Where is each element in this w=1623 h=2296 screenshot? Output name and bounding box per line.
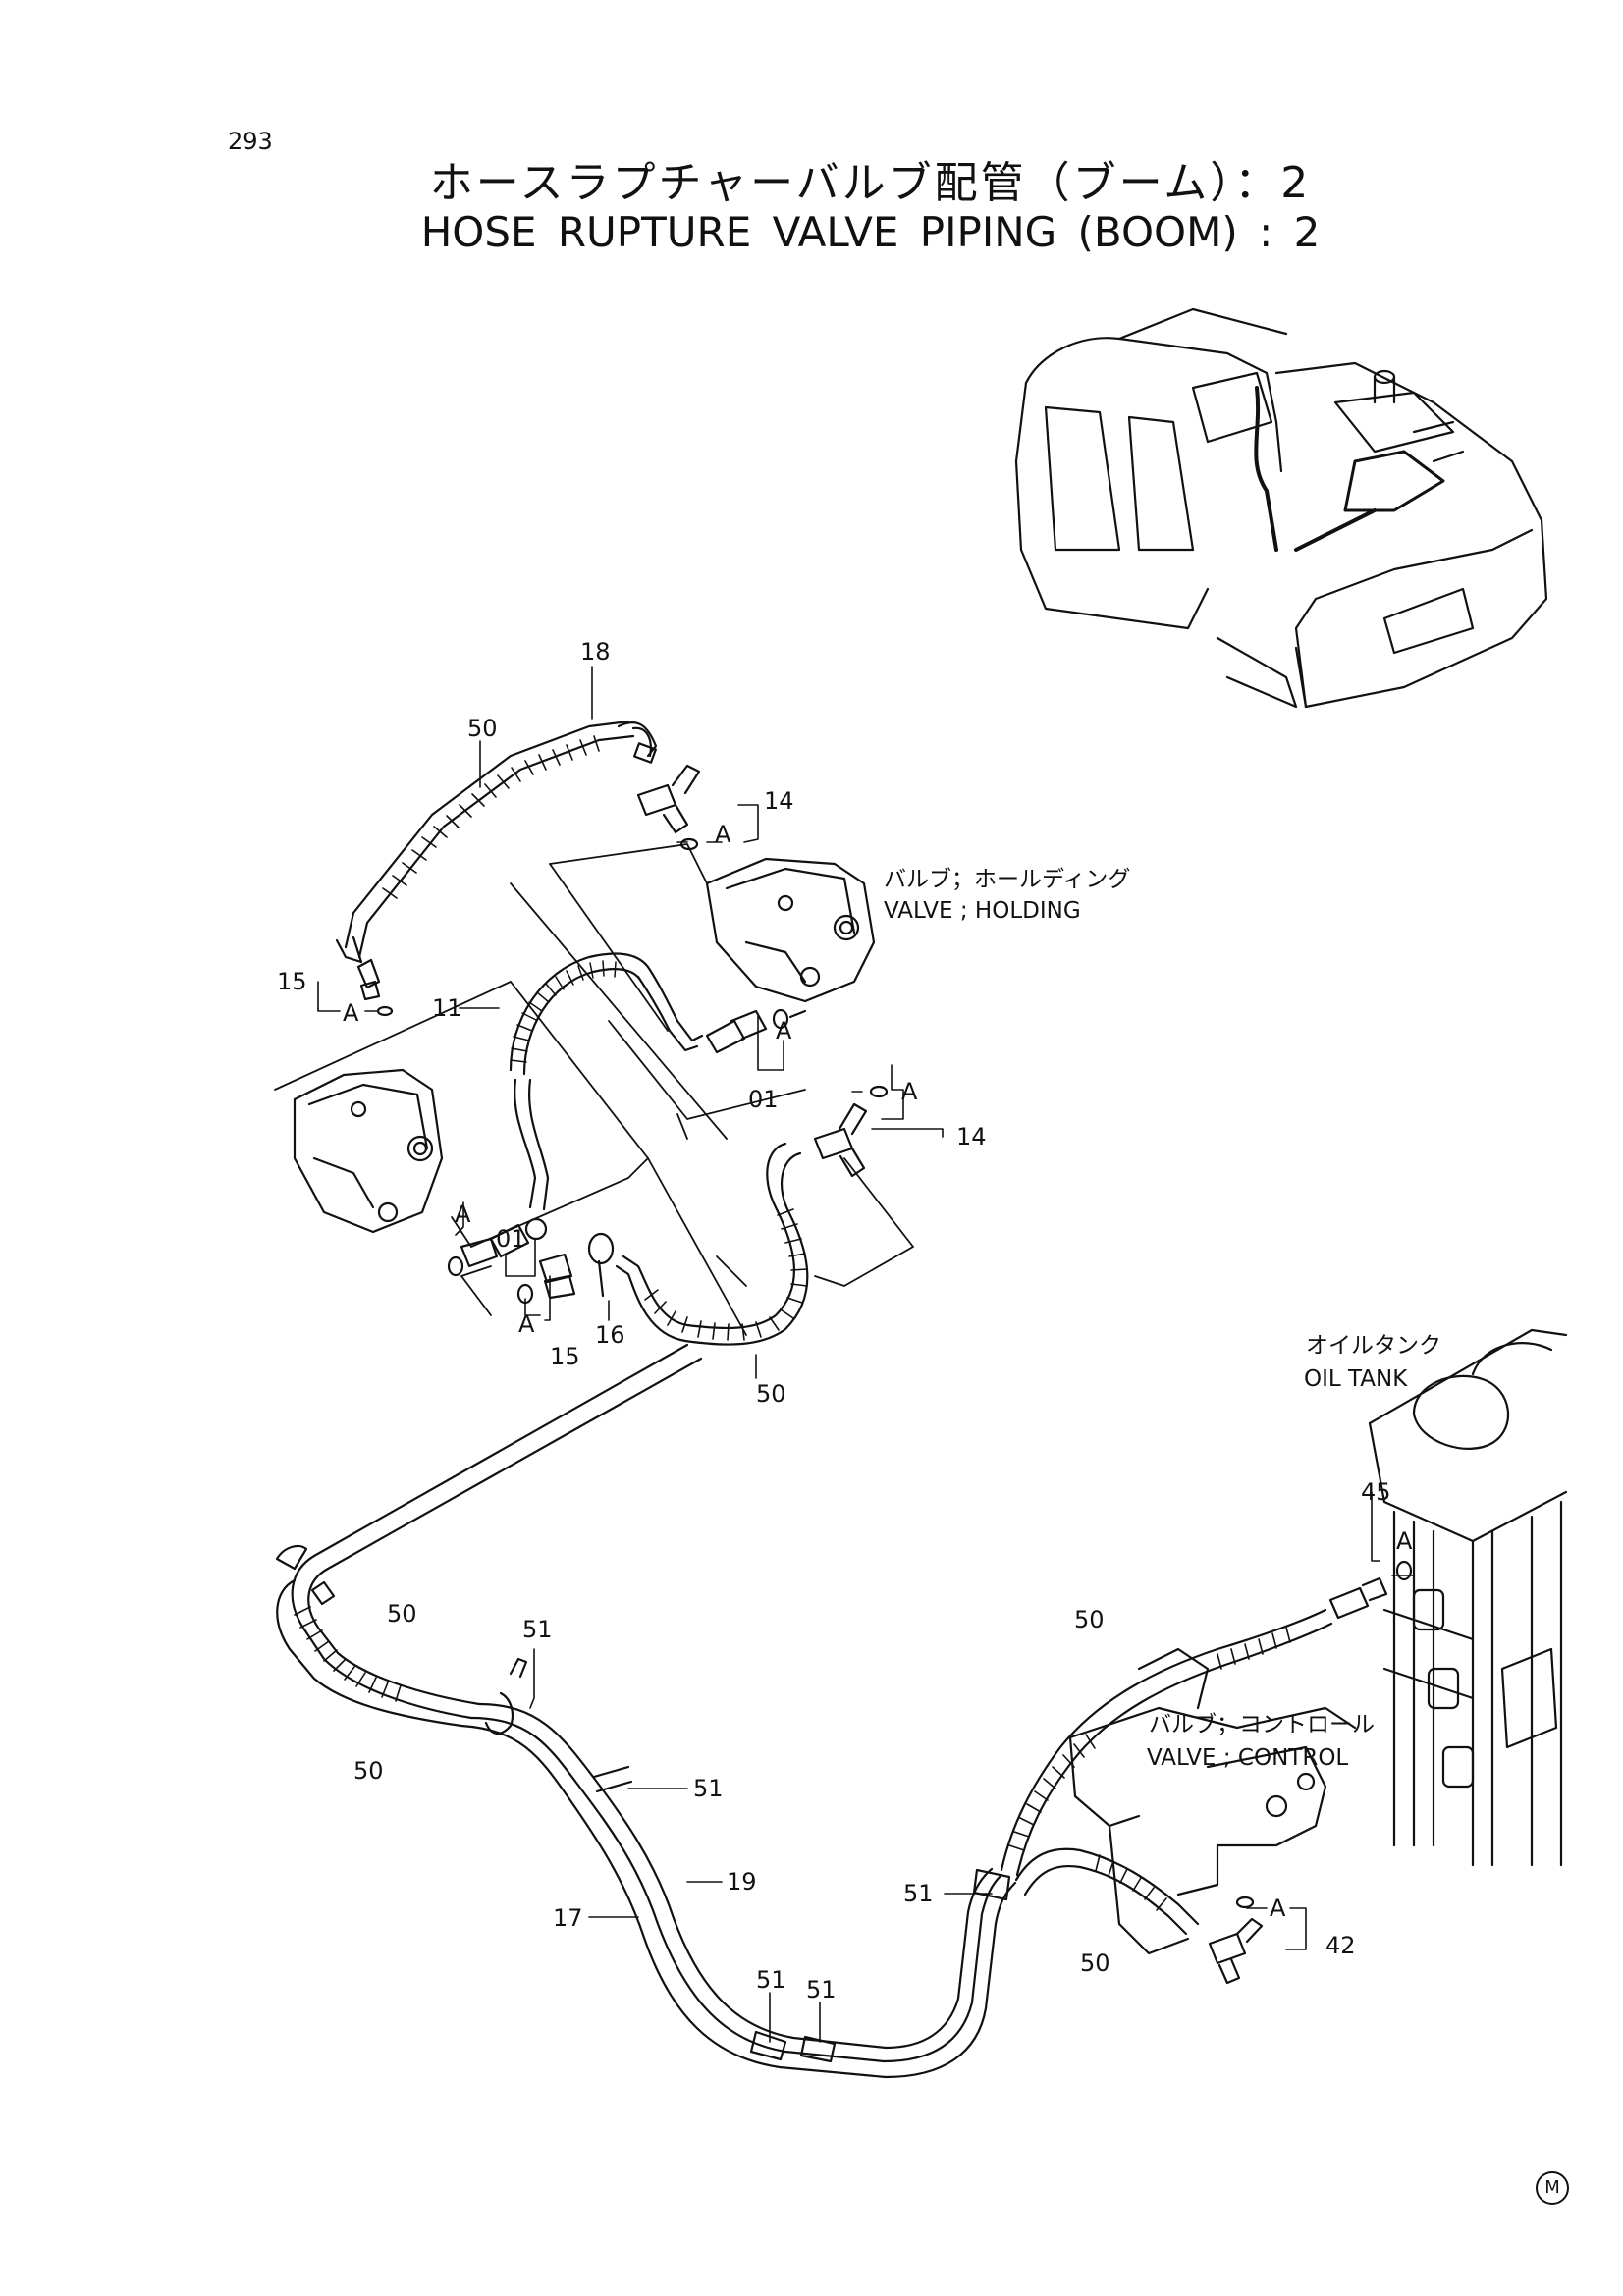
label-a-45: A xyxy=(1396,1527,1413,1555)
label-18: 18 xyxy=(580,638,611,666)
label-50-lower-left: 50 xyxy=(387,1600,417,1628)
caption-oil-tank-jp: オイルタンク xyxy=(1306,1333,1441,1359)
part-number-labels: 18 50 14 A 15 A 11 A 01 A 14 A 01 A 15 1… xyxy=(277,638,1413,2003)
hose-50-upper xyxy=(335,720,652,964)
label-45: 45 xyxy=(1361,1478,1391,1506)
label-14-upper: 14 xyxy=(764,787,794,815)
label-14-lower: 14 xyxy=(956,1123,987,1150)
caption-control-valve-en: VALVE ; CONTROL xyxy=(1147,1745,1348,1771)
label-17: 17 xyxy=(553,1904,583,1932)
label-a-01-upper: A xyxy=(776,1017,792,1044)
label-a-15-upper: A xyxy=(343,999,359,1027)
label-a-15-lower: A xyxy=(518,1310,535,1338)
excavator-overview-illustration xyxy=(1014,307,1548,709)
label-a-01-lower: A xyxy=(455,1201,471,1228)
caption-holding-valve-en: VALVE ; HOLDING xyxy=(884,898,1081,924)
label-11: 11 xyxy=(432,994,462,1022)
hose-11-coiled xyxy=(509,952,650,1211)
title-japanese: ホースラプチャーバルブ配管（ブーム）：2 xyxy=(429,158,1312,208)
hose-19 xyxy=(469,1702,1003,2063)
label-51-middle: 51 xyxy=(693,1775,724,1802)
label-50-right-lower: 50 xyxy=(1080,1949,1110,1977)
holding-valve-lower xyxy=(293,1068,444,1234)
label-16: 16 xyxy=(595,1321,625,1349)
fitting-lower-left-elbows xyxy=(275,1544,336,1606)
label-51-bottom-right: 51 xyxy=(806,1976,837,2003)
label-42: 42 xyxy=(1325,1932,1356,1959)
label-a-14-lower: A xyxy=(901,1078,918,1105)
hose-50-middle xyxy=(615,1142,809,1346)
caption-control-valve-jp: バルブ；コントロール xyxy=(1149,1712,1375,1737)
label-50-upper: 50 xyxy=(467,715,498,742)
hose-50-spiral-upper xyxy=(382,735,600,899)
nipple-16 xyxy=(587,1232,615,1298)
label-15-upper: 15 xyxy=(277,968,307,995)
title-english: HOSE RUPTURE VALVE PIPING (BOOM) : 2 xyxy=(420,208,1321,256)
hose-50-spiral-right xyxy=(1008,1627,1291,1851)
label-51-top: 51 xyxy=(522,1616,553,1643)
label-01-upper: 01 xyxy=(748,1086,779,1113)
caption-oil-tank-en: OIL TANK xyxy=(1304,1366,1408,1392)
footer-m-mark: M xyxy=(1536,2171,1569,2205)
oil-tank-illustration xyxy=(1368,1328,1568,1867)
label-01-lower: 01 xyxy=(496,1225,526,1253)
hose-11-coil-rings xyxy=(510,960,617,1063)
hose-17 xyxy=(460,1724,1017,2079)
label-15-lower: 15 xyxy=(550,1343,580,1370)
tee-fitting-42 xyxy=(1208,1896,1264,1985)
component-captions: バルブ；ホールディング VALVE ; HOLDING オイルタンク OIL T… xyxy=(884,867,1441,1771)
hose-50-right-lower xyxy=(1014,1847,1200,1936)
label-50-bottom-left: 50 xyxy=(353,1757,384,1785)
hose-50-spiral-right-lower xyxy=(1095,1854,1167,1911)
tee-fitting-14-upper xyxy=(636,764,701,851)
label-a-14-upper: A xyxy=(715,821,731,848)
label-19: 19 xyxy=(727,1868,757,1896)
page-number: 293 xyxy=(228,128,273,155)
label-50-middle: 50 xyxy=(756,1380,786,1408)
label-51-right: 51 xyxy=(903,1880,934,1907)
tee-fitting-14-lower xyxy=(813,1085,889,1178)
adapter-45 xyxy=(1328,1560,1413,1620)
label-51-bottom-left: 51 xyxy=(756,1966,786,1994)
adapter-01-upper xyxy=(705,1008,807,1054)
hose-50-right-upper xyxy=(1000,1608,1333,1877)
caption-holding-valve-jp: バルブ；ホールディング xyxy=(884,867,1130,892)
fitting-18-elbow xyxy=(617,721,658,764)
holding-valve-upper xyxy=(705,857,876,1003)
control-valve-illustration xyxy=(1068,1647,1357,1955)
hose-50-spiral-middle xyxy=(644,1208,808,1341)
exploded-view-frame xyxy=(274,843,914,1336)
leader-lines xyxy=(317,666,1415,2043)
clamps-51 xyxy=(484,1657,1011,2063)
hose-50-spiral-lower-left xyxy=(294,1606,402,1702)
label-a-42: A xyxy=(1270,1895,1286,1922)
hose-11-right-arm xyxy=(636,965,704,1052)
label-50-right-upper: 50 xyxy=(1074,1606,1105,1633)
nipple-15-lower xyxy=(516,1253,576,1305)
hose-50-lower-pair xyxy=(276,1343,703,1728)
nipple-15-upper xyxy=(356,958,394,1017)
